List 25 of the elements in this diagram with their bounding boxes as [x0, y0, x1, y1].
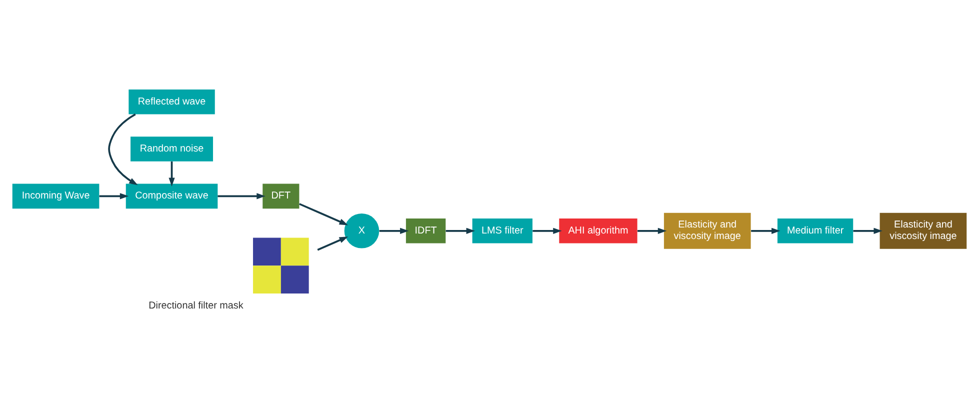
node-box: LMS filter — [472, 218, 532, 244]
node-box: Reflected wave — [128, 89, 214, 114]
arrow — [852, 228, 882, 234]
node-box: DFT — [262, 184, 299, 209]
arrow — [445, 228, 474, 234]
arrow — [637, 228, 666, 234]
arrow — [532, 228, 562, 234]
arrow — [750, 228, 780, 234]
node-box: Medium filter — [776, 218, 853, 244]
arrow — [98, 193, 128, 200]
node-label: Directional filter mask — [148, 300, 243, 312]
arrow — [168, 161, 174, 186]
node-box: IDFT — [405, 218, 446, 244]
arrow — [378, 228, 408, 234]
node-box: AHI algorithm — [558, 218, 637, 244]
arrow — [316, 236, 348, 251]
arrow — [217, 193, 265, 200]
node-box: Elasticity and viscosity image — [879, 212, 966, 249]
node-box: Composite wave — [125, 184, 218, 209]
node-box: Elasticity and viscosity image — [663, 212, 750, 249]
arrow — [108, 114, 138, 186]
node-box: Random noise — [130, 136, 213, 162]
node-circle: X — [344, 213, 379, 248]
node-box: Incoming Wave — [12, 184, 99, 209]
arrow — [298, 203, 348, 226]
